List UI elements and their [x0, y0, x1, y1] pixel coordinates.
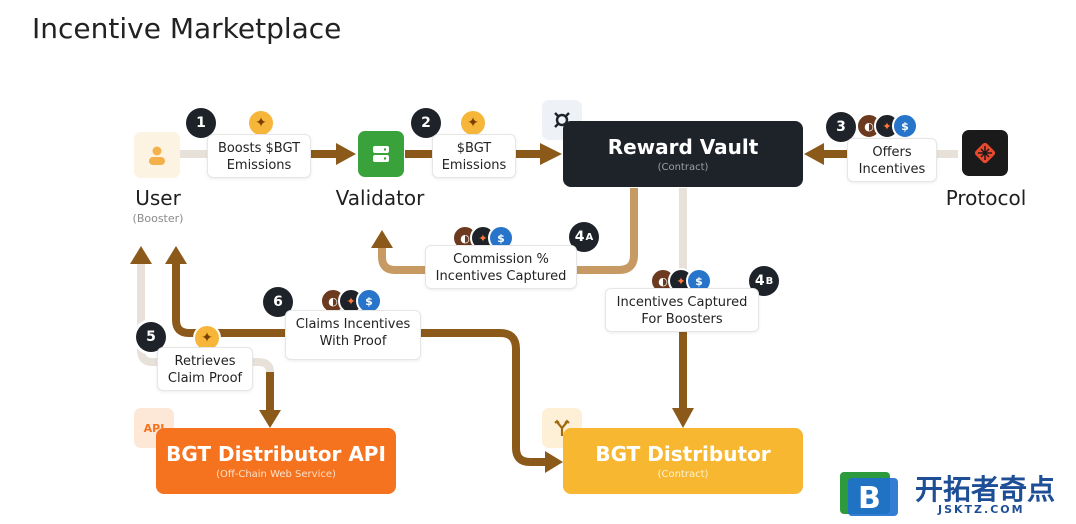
step-2-badge: 2 [411, 108, 441, 138]
step-4a-label: Commission %Incentives Captured [425, 245, 577, 289]
usdc-token-icon: $ [892, 113, 918, 139]
user-sub: (Booster) [132, 212, 184, 225]
bear-token-icon: ✦ [247, 109, 275, 137]
step-1-badge: 1 [186, 108, 216, 138]
reward-vault-sub: (Contract) [657, 162, 709, 173]
protocol-logo-icon [962, 130, 1008, 176]
token-stack-3: ◐ ✦ $ [856, 113, 932, 141]
token-stack-6: ◐ ✦ $ [320, 288, 396, 316]
validator-label: Validator [335, 186, 425, 210]
svg-text:B: B [858, 481, 881, 516]
bgt-distributor-box: BGT Distributor (Contract) [563, 428, 803, 494]
watermark-cn: 开拓者奇点 [915, 473, 1056, 506]
server-icon [358, 131, 404, 177]
bgt-distributor-sub: (Contract) [657, 469, 709, 480]
reward-vault-box: Reward Vault (Contract) [563, 121, 803, 187]
user-icon [134, 132, 180, 178]
bgt-distributor-api-sub: (Off-Chain Web Service) [216, 469, 336, 480]
step-3-badge: 3 [826, 112, 856, 142]
bgt-distributor-label: BGT Distributor [595, 442, 771, 466]
page-title: Incentive Marketplace [32, 12, 342, 45]
user-label: User [135, 186, 181, 210]
bear-token-icon: ✦ [459, 109, 487, 137]
watermark-site: JSKTZ.COM [938, 503, 1025, 516]
bgt-distributor-api-box: BGT Distributor API (Off-Chain Web Servi… [156, 428, 396, 494]
reward-vault-label: Reward Vault [607, 135, 759, 159]
arrow-user-claims-distributor [172, 262, 548, 466]
bgt-distributor-api-label: BGT Distributor API [166, 442, 386, 466]
usdc-token-icon: $ [356, 288, 382, 314]
protocol-label: Protocol [945, 186, 1027, 210]
watermark-logo: B [836, 468, 900, 520]
